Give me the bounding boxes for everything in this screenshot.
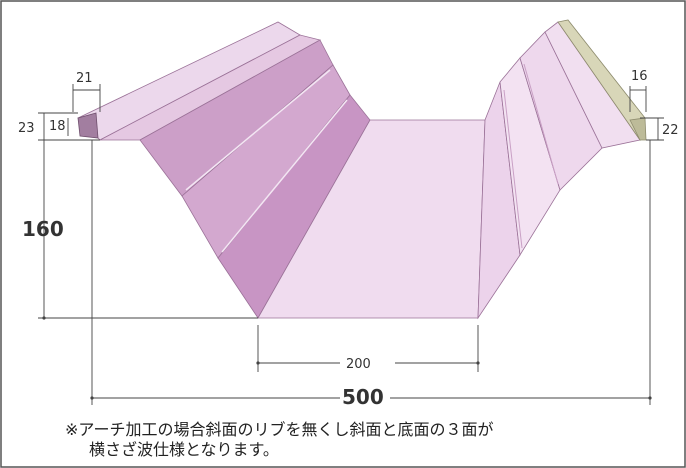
dimension-ticks xyxy=(42,316,652,400)
dim-label-500: 500 xyxy=(342,385,384,409)
dim-label-22: 22 xyxy=(662,123,679,138)
dim-label-21: 21 xyxy=(76,71,93,86)
footnote-line-2: 横さざ波仕様となります。 xyxy=(89,440,279,459)
footnote-line-1: ※アーチ加工の場合斜面のリブを無くし斜面と底面の３面が xyxy=(65,420,494,439)
dim-label-23: 23 xyxy=(18,121,35,136)
dim-label-160: 160 xyxy=(22,217,64,241)
footnote: ※アーチ加工の場合斜面のリブを無くし斜面と底面の３面が 横さざ波仕様となります。 xyxy=(65,420,665,460)
right-rib-1 xyxy=(503,89,523,249)
left-lip-end xyxy=(77,112,99,139)
dim-label-18: 18 xyxy=(49,119,66,134)
dim-label-16: 16 xyxy=(631,69,648,84)
right-rib-2 xyxy=(523,63,559,185)
left-rib-1 xyxy=(185,69,331,191)
left-rib-2 xyxy=(221,99,348,253)
dim-label-200: 200 xyxy=(346,357,371,372)
dimension-lines xyxy=(38,84,664,405)
